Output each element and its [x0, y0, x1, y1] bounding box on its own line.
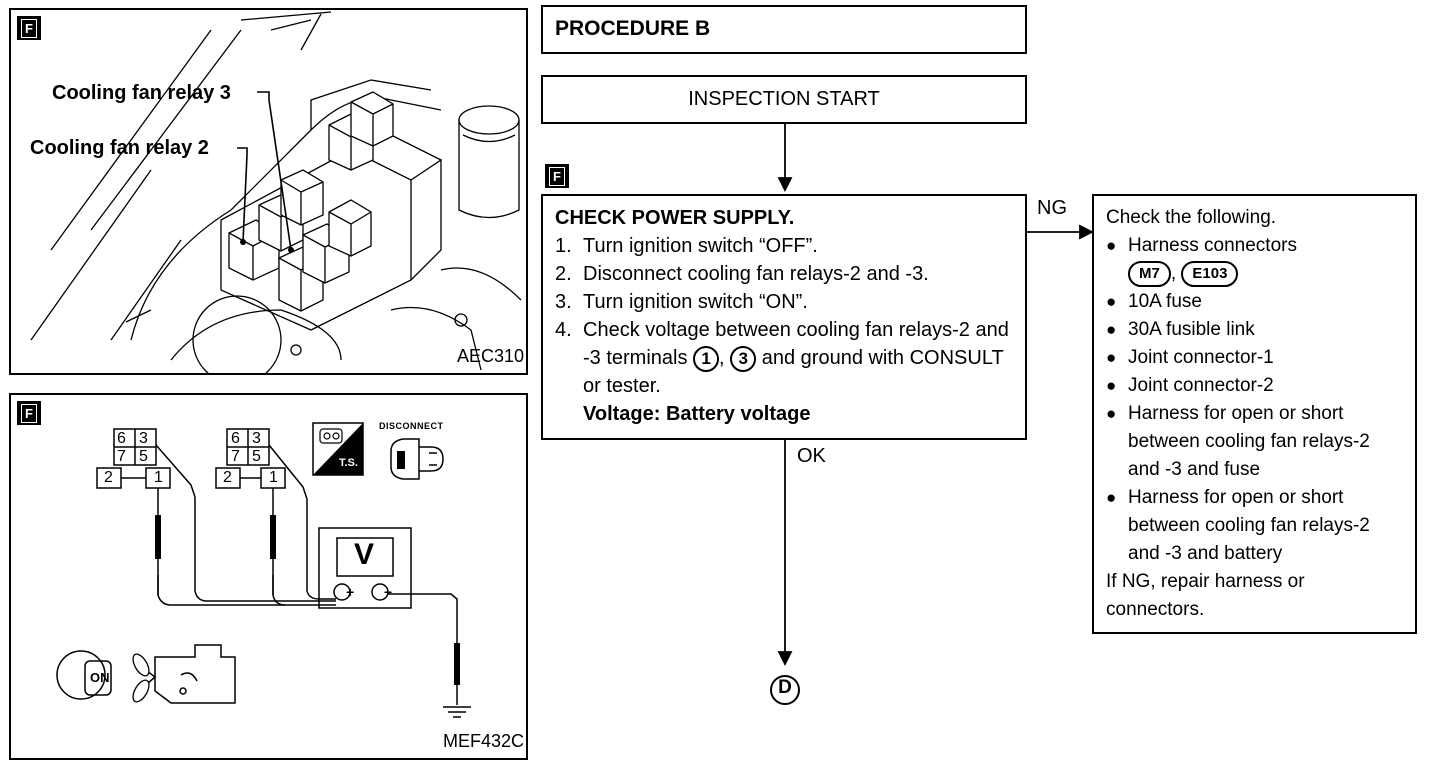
key-on-label: ON [90, 670, 110, 685]
minus-terminal: − [384, 584, 393, 600]
pin-1b: 1 [269, 469, 278, 486]
callout-relay-2: Cooling fan relay 2 [30, 137, 209, 159]
ts-label: T.S. [339, 457, 358, 469]
ng-item: 30A fusible link [1106, 316, 1403, 344]
pin-6: 6 [117, 430, 126, 447]
pin-1: 1 [154, 469, 163, 486]
voltage-spec: Voltage: Battery voltage [583, 403, 811, 425]
check-title: CHECK POWER SUPPLY. [555, 207, 795, 229]
step-4: 4. Check voltage between cooling fan rel… [555, 316, 1013, 428]
pin-6b: 6 [231, 430, 240, 447]
step-3: 3.Turn ignition switch “ON”. [555, 291, 808, 313]
ng-footer: If NG, repair harness or connectors. [1106, 571, 1305, 620]
callout-relay-3: Cooling fan relay 3 [52, 82, 231, 104]
f-tag: F [17, 16, 41, 40]
check-power-supply-box: CHECK POWER SUPPLY. 1.Turn ignition swit… [541, 194, 1027, 440]
figure-voltage-check: F [9, 393, 528, 760]
f-tag: F [545, 164, 569, 188]
ng-item-harness-connectors: Harness connectors M7, E103 [1106, 232, 1403, 288]
inspection-start-box: INSPECTION START [541, 75, 1027, 124]
plus-terminal: + [346, 584, 355, 600]
pin-3b: 3 [252, 430, 261, 447]
disconnect-label: DISCONNECT [379, 421, 444, 431]
ng-item: 10A fuse [1106, 288, 1403, 316]
figure-relay-location: F [9, 8, 528, 375]
terminal-1: 1 [693, 345, 720, 372]
step-2: 2.Disconnect cooling fan relays-2 and -3… [555, 263, 929, 285]
relay-box-illustration [30, 11, 522, 373]
procedure-title: PROCEDURE B [541, 5, 1027, 54]
pin-2b: 2 [223, 469, 232, 486]
ng-item: Joint connector-2 [1106, 372, 1403, 400]
connector-e103: E103 [1181, 260, 1239, 287]
ng-item: Harness for open or short between coolin… [1106, 484, 1403, 568]
pin-7: 7 [117, 448, 126, 465]
f-tag: F [17, 401, 41, 425]
figure-code: AEC310 [456, 346, 524, 366]
pin-2: 2 [104, 469, 113, 486]
ng-item: Harness for open or short between coolin… [1106, 400, 1403, 484]
voltage-check-illustration [56, 422, 471, 718]
ng-check-box: Check the following. Harness connectors … [1092, 194, 1417, 634]
figure-code: MEF432C [442, 731, 524, 751]
voltmeter-label: V [354, 538, 375, 571]
ok-label: OK [797, 445, 826, 467]
ng-item: Joint connector-1 [1106, 344, 1403, 372]
ng-label: NG [1037, 197, 1067, 219]
pin-5b: 5 [252, 448, 261, 465]
ng-intro: Check the following. [1106, 207, 1277, 228]
pin-3: 3 [139, 430, 148, 447]
terminal-3: 3 [730, 345, 757, 372]
connector-m7: M7 [1128, 260, 1171, 287]
step-1: 1.Turn ignition switch “OFF”. [555, 235, 818, 257]
next-ref-d: D [770, 675, 800, 705]
pin-7b: 7 [231, 448, 240, 465]
step-list: 1.Turn ignition switch “OFF”. 2.Disconne… [555, 232, 1013, 428]
pin-5: 5 [139, 448, 148, 465]
